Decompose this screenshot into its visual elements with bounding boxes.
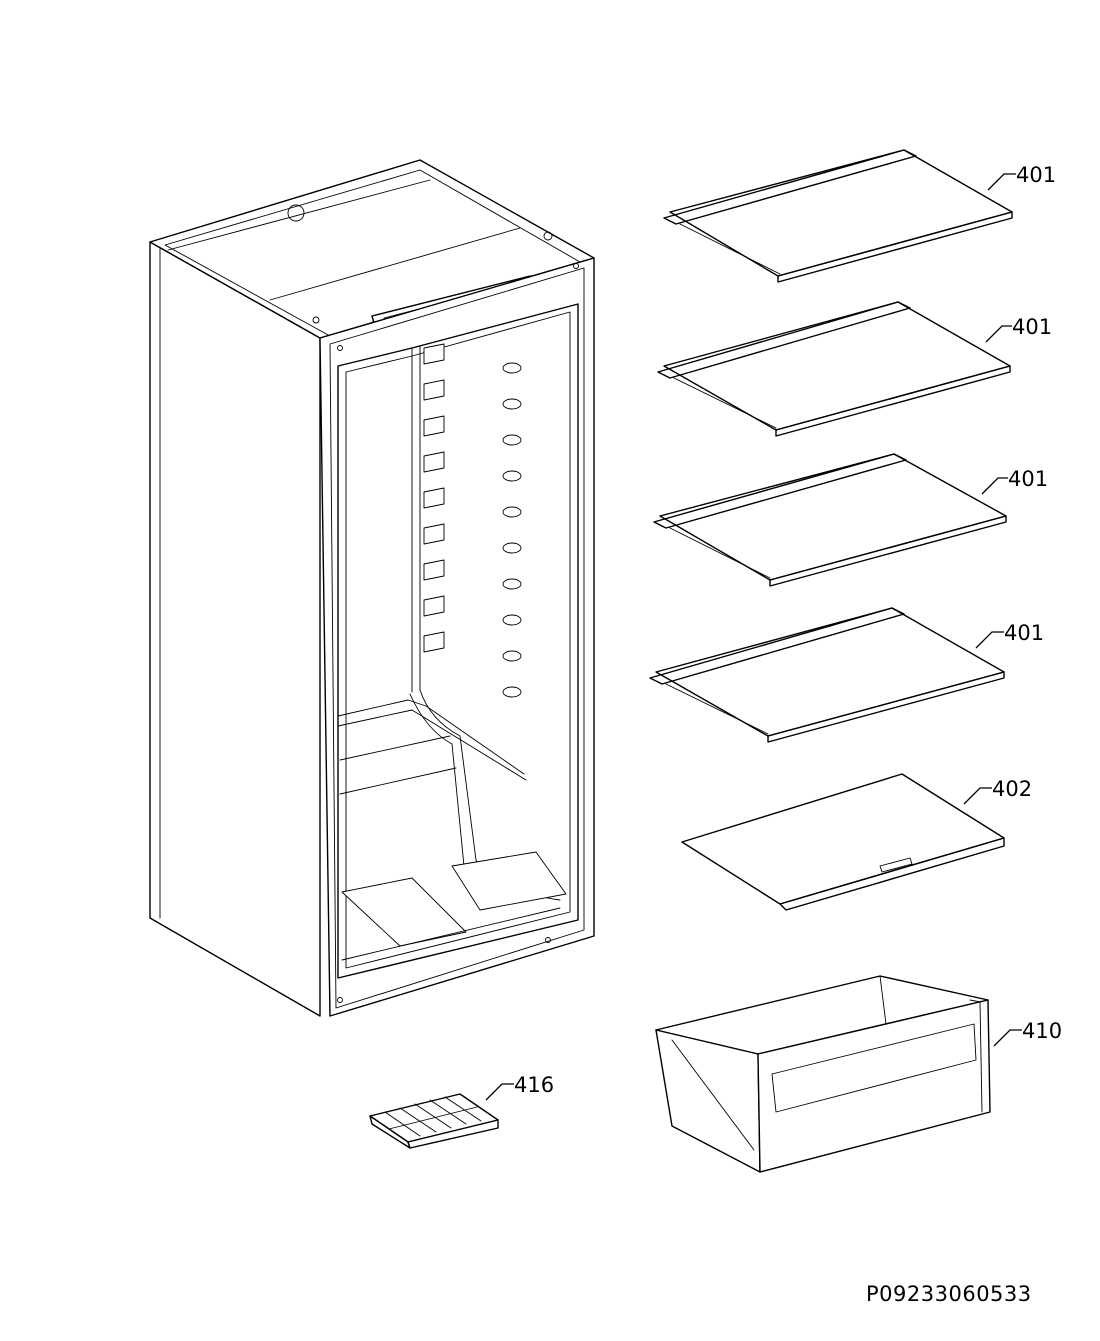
glass-shelf-1 <box>663 149 1013 283</box>
callout-401-b: 401 <box>985 315 1052 343</box>
callout-401-d: 401 <box>975 621 1044 649</box>
shelf-clip-column <box>502 362 522 698</box>
part-number-label: 401 <box>1016 163 1056 187</box>
glass-shelf-3 <box>653 453 1007 587</box>
glass-shelf-2 <box>657 301 1011 437</box>
ice-cube-tray <box>369 1093 499 1149</box>
part-number-label: 401 <box>1012 315 1052 339</box>
callout-410: 410 <box>993 1019 1062 1047</box>
part-number-label: 402 <box>992 777 1032 801</box>
part-number-label: 416 <box>514 1073 554 1097</box>
part-number-label: 410 <box>1022 1019 1062 1043</box>
glass-shelf-4 <box>649 607 1005 743</box>
callout-416: 416 <box>485 1073 554 1101</box>
callout-402: 402 <box>963 777 1032 805</box>
part-number-label: 401 <box>1004 621 1044 645</box>
refrigerator-cabinet <box>149 159 595 1017</box>
callout-401-c: 401 <box>981 467 1048 495</box>
document-id: P09233060533 <box>866 1282 1032 1306</box>
crisper-drawer <box>655 975 991 1173</box>
shelf-support-column <box>423 343 445 653</box>
crisper-cover-shelf <box>681 773 1005 911</box>
callout-401-a: 401 <box>987 163 1056 191</box>
part-number-label: 401 <box>1008 467 1048 491</box>
